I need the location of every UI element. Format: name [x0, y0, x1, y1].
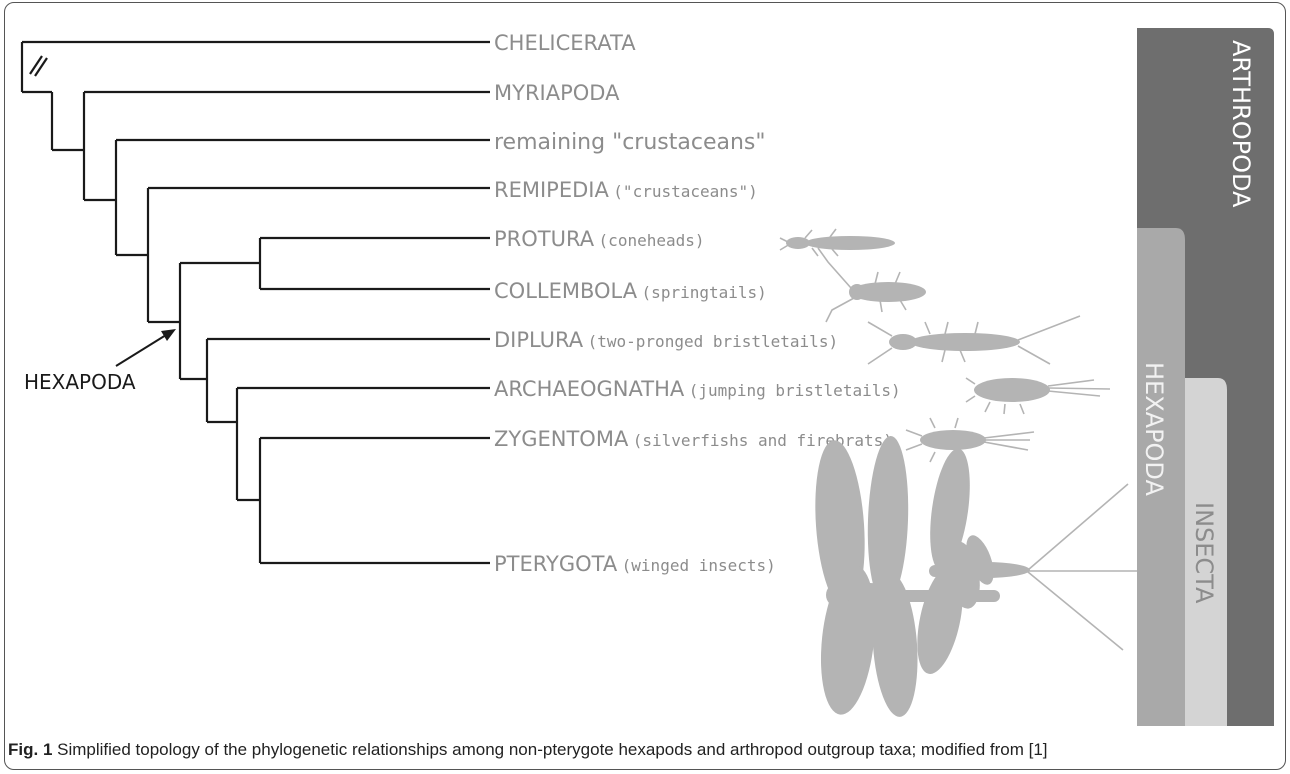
springtail-icon: [818, 248, 926, 322]
taxon-label-remipedia: REMIPEDIA ("crustaceans"): [494, 178, 758, 202]
mayfly-icon: [909, 446, 1137, 678]
taxon-label-pterygota: PTERYGOTA (winged insects): [494, 552, 776, 576]
break-mark-2: [35, 58, 47, 76]
taxon-label-myriapoda: MYRIAPODA: [494, 81, 620, 105]
taxon-label-protura: PROTURA (coneheads): [494, 227, 705, 251]
taxon-label-diplura: DIPLURA (two-pronged bristletails): [494, 328, 838, 352]
jumping-bristletail-icon: [966, 378, 1110, 414]
hexapoda-node-label: HEXAPODA: [24, 370, 136, 394]
taxon-label-chelicerata: CHELICERATA: [494, 31, 636, 55]
caption-text: Simplified topology of the phylogenetic …: [52, 740, 1047, 759]
figure-caption: Fig. 1 Simplified topology of the phylog…: [8, 740, 1284, 760]
taxon-label-crustaceans: remaining "crustaceans": [494, 130, 766, 155]
break-mark-1: [30, 56, 42, 74]
dipluran-icon: [868, 316, 1080, 364]
arthropoda-label: ARTHROPODA: [1227, 40, 1255, 208]
proturan-icon: [780, 229, 895, 256]
caption-label: Fig. 1: [8, 740, 52, 759]
silverfish-icon: [906, 418, 1034, 462]
clade-bars: ARTHROPODA HEXAPODA INSECTA: [1137, 28, 1274, 726]
phylogenetic-tree: [22, 42, 490, 563]
taxon-label-archaeognatha: ARCHAEOGNATHA (jumping bristletails): [494, 377, 901, 401]
hexapoda-arrow: [116, 329, 176, 366]
insecta-label: INSECTA: [1190, 502, 1218, 604]
taxon-label-collembola: COLLEMBOLA (springtails): [494, 279, 767, 303]
hexapoda-label: HEXAPODA: [1140, 362, 1168, 496]
